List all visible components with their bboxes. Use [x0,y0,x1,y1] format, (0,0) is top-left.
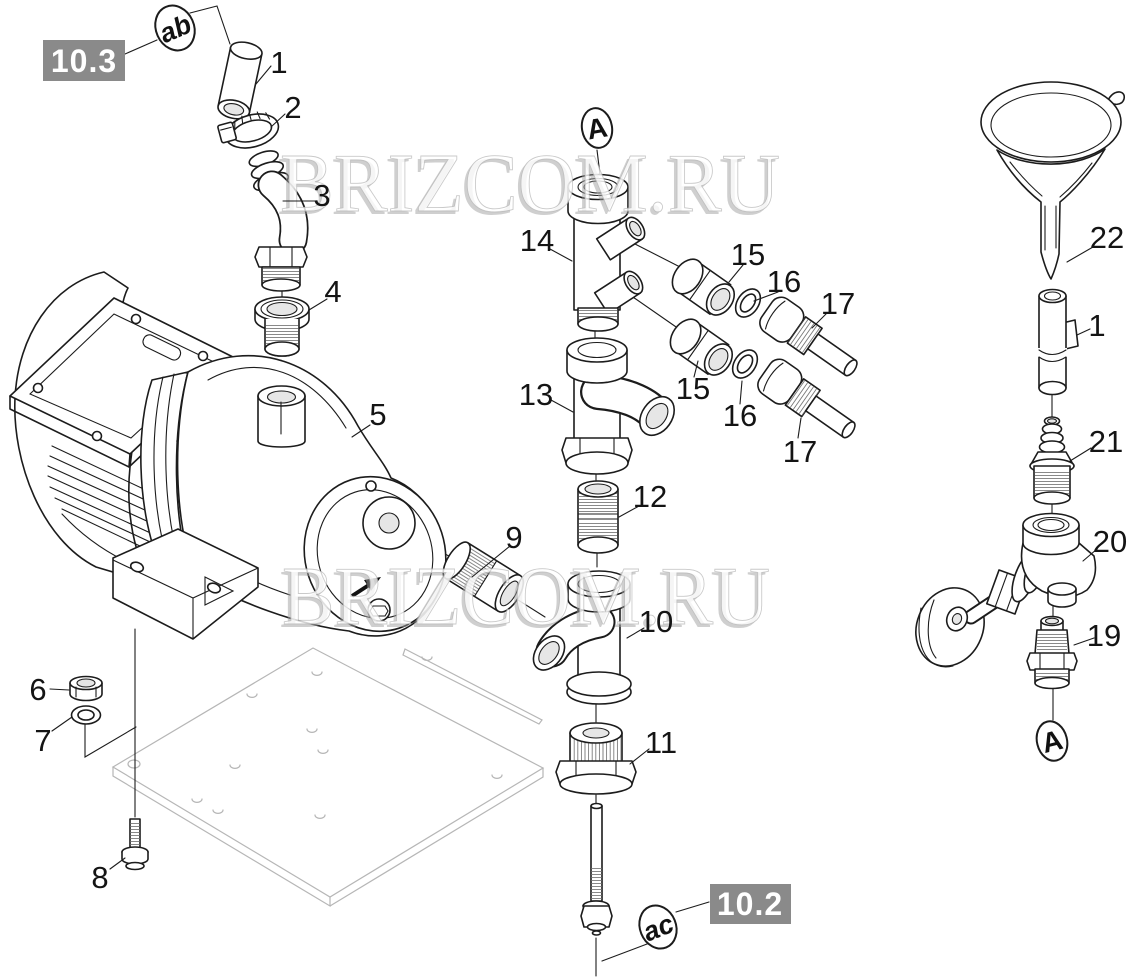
part-label-15-lower: 15 [676,371,710,406]
part-hose-1-top [217,41,263,120]
part-hose-1-right [1038,288,1067,396]
part-nipple-19 [1026,615,1078,690]
foot-hole [129,561,145,573]
part-label-21-barb: 21 [1089,424,1123,459]
cover-screw [32,382,44,394]
part-label-1-hose-top: 1 [270,45,287,80]
part-coupler-9 [442,541,525,613]
section-marker-a-top: A [580,107,614,149]
part-label-19-nipple: 19 [1087,618,1121,653]
part-label-14-fitting: 14 [520,223,554,258]
cover-screw [91,430,103,442]
part-elbow-hose-3 [248,150,309,292]
face-bolt [365,480,377,492]
ref-box-10-3-text: 10.3 [51,43,117,79]
section-ref-bottom: 10.2 [710,884,791,924]
detail-marker-ab: ab [154,4,196,52]
part-label-12-nipple: 12 [633,479,667,514]
watermark-shadow-text: BRIZCOM.RU [279,553,767,646]
part-label-4-bushing: 4 [324,274,341,309]
part-fitting-14 [567,173,646,332]
watermark-text: BRIZCOM.RU [282,550,770,643]
part-label-9-coupler: 9 [505,520,522,555]
part-label-11-plug: 11 [645,725,677,760]
watermark-lower: BRIZCOM.RU BRIZCOM.RU [279,550,770,646]
part-bushing-4 [254,296,310,357]
part-tee-13 [561,337,676,475]
pump-foot [112,528,259,640]
part-label-20-valve: 20 [1093,524,1127,559]
cover-screw [130,313,142,325]
watermark-text: BRIZCOM.RU [280,137,780,230]
part-label-3-elbow: 3 [313,178,330,213]
part-barb-fitting-21 [1029,416,1075,505]
rotation-arrow-head [364,577,381,591]
pump-outlet-hole [378,512,400,534]
part-hose-clamp-2 [217,111,280,149]
pump-assembly [9,271,447,640]
foot-hole [206,582,222,594]
part-funnel-22 [980,81,1126,280]
ref-box-10-2 [710,884,791,924]
label-leader-lines [49,5,1098,962]
part-oring-16-upper [734,288,762,318]
section-marker-a-bottom: A [1035,720,1069,762]
part-washer-7 [70,705,102,725]
cover-label-slot [142,334,182,361]
part-label-17-lower: 17 [783,434,817,469]
part-label-8-bolt: 8 [91,860,108,895]
part-plug-11 [555,722,637,795]
part-label-7-washer: 7 [34,723,51,758]
part-label-22-funnel: 22 [1090,220,1124,255]
part-label-15-upper: 15 [731,237,765,272]
part-label-17-upper: 17 [821,286,855,321]
watermark-upper: BRIZCOM.RU BRIZCOM.RU [277,137,780,233]
part-label-13-tee: 13 [519,377,553,412]
detail-marker-ac: ac [638,904,678,950]
part-label-10-tee: 10 [639,604,673,639]
watermark-shadow-text: BRIZCOM.RU [277,140,777,233]
part-tee-10 [532,570,632,705]
part-label-16-upper: 16 [767,264,801,299]
cover-screw [197,350,209,362]
part-bolt-8 [121,818,149,871]
part-label-2-clamp: 2 [284,90,301,125]
ref-box-10-3 [43,40,125,81]
part-label-6-nut: 6 [29,672,46,707]
part-union-15-lower [669,318,734,376]
part-number-labels: 1 2 3 4 5 6 7 8 9 10 11 12 13 14 15 16 1… [29,45,1127,895]
part-nut-6 [69,675,103,702]
part-union-15-upper [671,258,736,316]
ref-box-10-2-text: 10.2 [717,886,783,922]
part-long-bolt [580,802,613,936]
part-oring-16-lower [731,349,759,379]
part-label-5-pump: 5 [369,397,386,432]
base-plate [111,647,545,908]
section-ref-top-left: 10.3 [43,40,125,81]
part-label-1-hose-right: 1 [1088,308,1105,343]
part-nipple-12 [577,480,619,554]
part-valve-20 [915,512,1097,668]
part-hose-connector-17-lower [757,358,856,439]
part-label-16-lower: 16 [723,398,757,433]
